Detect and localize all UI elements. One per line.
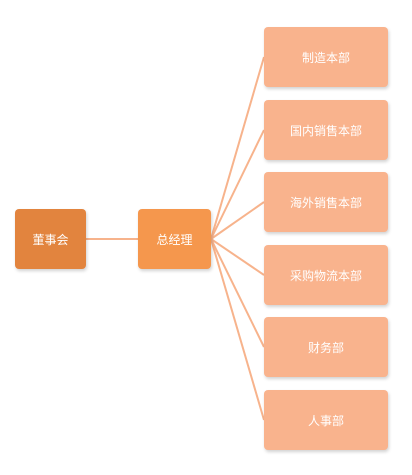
node-procurement-logistics: 采购物流本部 <box>264 245 388 305</box>
connector-manager-to-dept-1 <box>210 56 265 240</box>
connector-manager-to-dept-2 <box>210 129 265 240</box>
node-general-manager-label: 总经理 <box>156 232 193 247</box>
node-board-of-directors: 董事会 <box>15 209 86 269</box>
node-finance-label: 财务部 <box>307 340 344 355</box>
node-overseas-sales-label: 海外销售本部 <box>289 195 362 210</box>
node-board-of-directors-label: 董事会 <box>32 232 69 247</box>
node-human-resources: 人事部 <box>264 390 388 450</box>
node-overseas-sales: 海外销售本部 <box>264 172 388 232</box>
connector-manager-to-dept-6 <box>210 238 265 421</box>
node-manufacturing: 制造本部 <box>264 27 388 87</box>
node-manufacturing-label: 制造本部 <box>301 50 350 65</box>
node-general-manager: 总经理 <box>138 209 211 269</box>
connector-manager-to-dept-5 <box>210 238 265 348</box>
connector-manager-to-dept-4 <box>210 238 265 276</box>
node-domestic-sales-label: 国内销售本部 <box>289 123 362 138</box>
node-finance: 财务部 <box>264 317 388 377</box>
node-human-resources-label: 人事部 <box>307 413 344 428</box>
node-domestic-sales: 国内销售本部 <box>264 100 388 160</box>
node-procurement-logistics-label: 采购物流本部 <box>289 268 362 283</box>
connector-manager-to-dept-3 <box>210 201 265 240</box>
